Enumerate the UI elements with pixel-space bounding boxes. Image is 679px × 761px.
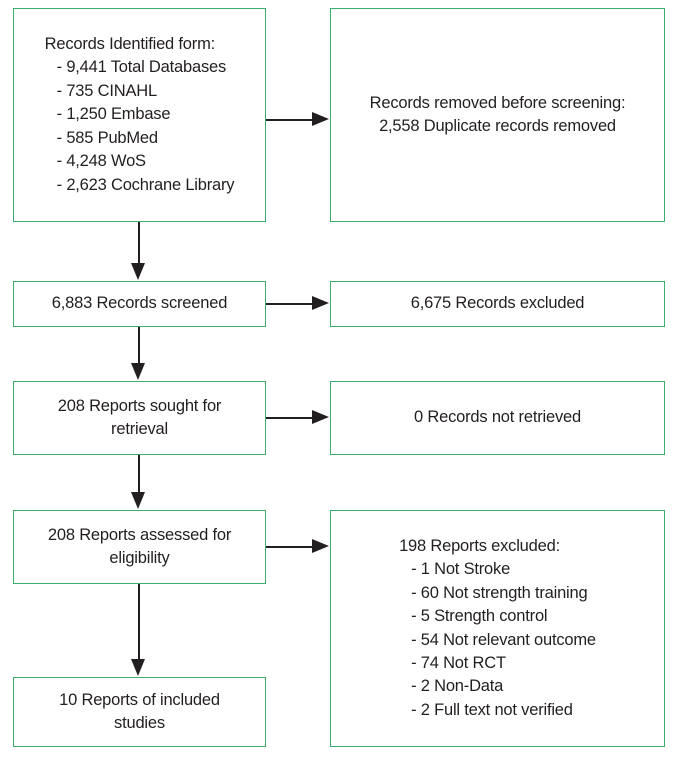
records-identified-item: - 4,248 WoS bbox=[56, 152, 146, 171]
reports-excluded-item: - 74 Not RCT bbox=[411, 653, 506, 672]
reports-excluded-item: - 5 Strength control bbox=[411, 607, 548, 626]
box-reports-excluded: 198 Reports excluded: - 1 Not Stroke - 6… bbox=[330, 510, 665, 747]
reports-excluded-item: - 2 Full text not verified bbox=[411, 700, 573, 719]
records-removed-line2: 2,558 Duplicate records removed bbox=[379, 117, 616, 135]
arrow-down-icon bbox=[131, 492, 145, 509]
records-screened-label: 6,883 Records screened bbox=[51, 294, 228, 313]
connector-screened-to-sought-line bbox=[138, 327, 140, 365]
arrow-down-icon bbox=[131, 263, 145, 280]
reports-excluded-item: - 2 Non-Data bbox=[411, 677, 504, 696]
connector-screened-to-excluded-line bbox=[266, 303, 314, 305]
arrow-right-icon bbox=[312, 539, 329, 553]
records-identified-item: - 9,441 Total Databases bbox=[56, 58, 227, 77]
reports-excluded-heading: 198 Reports excluded: bbox=[399, 536, 560, 555]
connector-assessed-to-reports-excluded-line bbox=[266, 546, 314, 548]
box-records-not-retrieved: 0 Records not retrieved bbox=[330, 381, 665, 455]
records-identified-item: - 1,250 Embase bbox=[56, 105, 171, 124]
box-reports-sought: 208 Reports sought for retrieval bbox=[13, 381, 266, 455]
arrow-right-icon bbox=[312, 112, 329, 126]
connector-assessed-to-included-line bbox=[138, 584, 140, 661]
arrow-right-icon bbox=[312, 296, 329, 310]
box-reports-assessed: 208 Reports assessed for eligibility bbox=[13, 510, 266, 584]
box-reports-included: 10 Reports of included studies bbox=[13, 677, 266, 747]
reports-included-line2: studies bbox=[114, 714, 165, 732]
box-records-identified: Records Identified form: - 9,441 Total D… bbox=[13, 8, 266, 222]
connector-identified-to-screened-line bbox=[138, 222, 140, 266]
box-records-excluded: 6,675 Records excluded bbox=[330, 281, 665, 327]
reports-assessed-line1: 208 Reports assessed for bbox=[47, 525, 232, 544]
arrow-down-icon bbox=[131, 659, 145, 676]
arrow-right-icon bbox=[312, 410, 329, 424]
box-records-screened: 6,883 Records screened bbox=[13, 281, 266, 327]
reports-sought-line1: 208 Reports sought for bbox=[57, 396, 222, 415]
reports-included-line1: 10 Reports of included bbox=[59, 690, 220, 709]
arrow-down-icon bbox=[131, 363, 145, 380]
box-records-removed: Records removed before screening: 2,558 … bbox=[330, 8, 665, 222]
records-identified-item: - 2,623 Cochrane Library bbox=[56, 175, 235, 194]
records-excluded-label: 6,675 Records excluded bbox=[410, 294, 585, 313]
records-removed-line1: Records removed before screening: bbox=[369, 93, 626, 112]
reports-sought-line2: retrieval bbox=[111, 420, 168, 438]
records-identified-item: - 585 PubMed bbox=[56, 128, 158, 147]
reports-excluded-item: - 1 Not Stroke bbox=[411, 560, 511, 579]
records-identified-item: - 735 CINAHL bbox=[56, 81, 158, 100]
records-identified-heading: Records Identified form: bbox=[44, 35, 216, 54]
reports-assessed-line2: eligibility bbox=[109, 549, 170, 567]
connector-sought-to-assessed-line bbox=[138, 455, 140, 495]
records-not-retrieved-label: 0 Records not retrieved bbox=[414, 408, 581, 427]
connector-sought-to-not-retrieved-line bbox=[266, 417, 314, 419]
reports-excluded-item: - 54 Not relevant outcome bbox=[411, 630, 596, 649]
connector-identified-to-removed-line bbox=[266, 119, 314, 121]
reports-excluded-item: - 60 Not strength training bbox=[411, 583, 588, 602]
